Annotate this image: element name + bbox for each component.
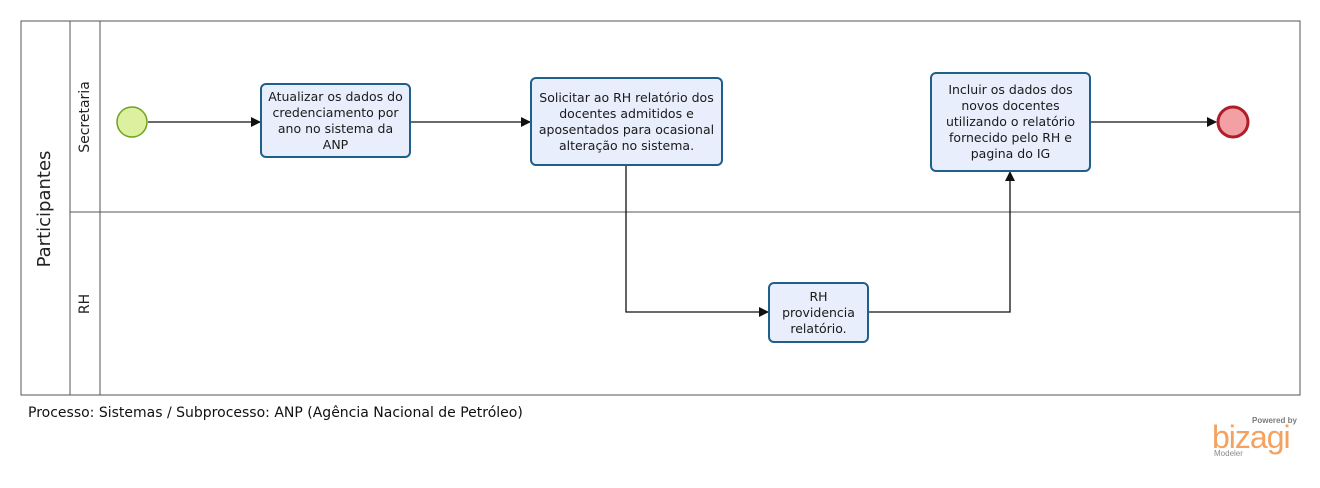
end-event[interactable] (1216, 105, 1250, 139)
task-atualizar-dados-label: Atualizar os dados do credenciamento por… (268, 88, 403, 152)
task-incluir-dados-label: Incluir os dados dos novos docentes util… (945, 82, 1076, 161)
task-solicitar-rh-box[interactable] (530, 77, 723, 166)
task-solicitar-rh-label: Solicitar ao RH relatório dos docentes a… (538, 89, 715, 153)
bizagi-logo: bizagi (1212, 419, 1291, 455)
task-incluir-dados-box[interactable] (930, 72, 1091, 172)
pool-label: Participantes (34, 150, 55, 268)
logo-powered-by: Powered by (1252, 416, 1297, 425)
flow-task2-to-task4 (625, 165, 769, 317)
lane-label-rh: RH (77, 293, 93, 315)
process-caption: Processo: Sistemas / Subprocesso: ANP (A… (28, 405, 523, 421)
task-atualizar-dados-box[interactable] (260, 83, 411, 158)
lane-label-secretaria: Secretaria (77, 81, 93, 153)
task-rh-providencia-box[interactable] (768, 282, 869, 343)
logo-modeler: Modeler (1214, 449, 1243, 458)
task-rh-providencia-label: RH providencia relatório. (782, 288, 855, 336)
flow-task4-to-task3 (868, 171, 1015, 313)
start-event[interactable] (116, 106, 148, 138)
